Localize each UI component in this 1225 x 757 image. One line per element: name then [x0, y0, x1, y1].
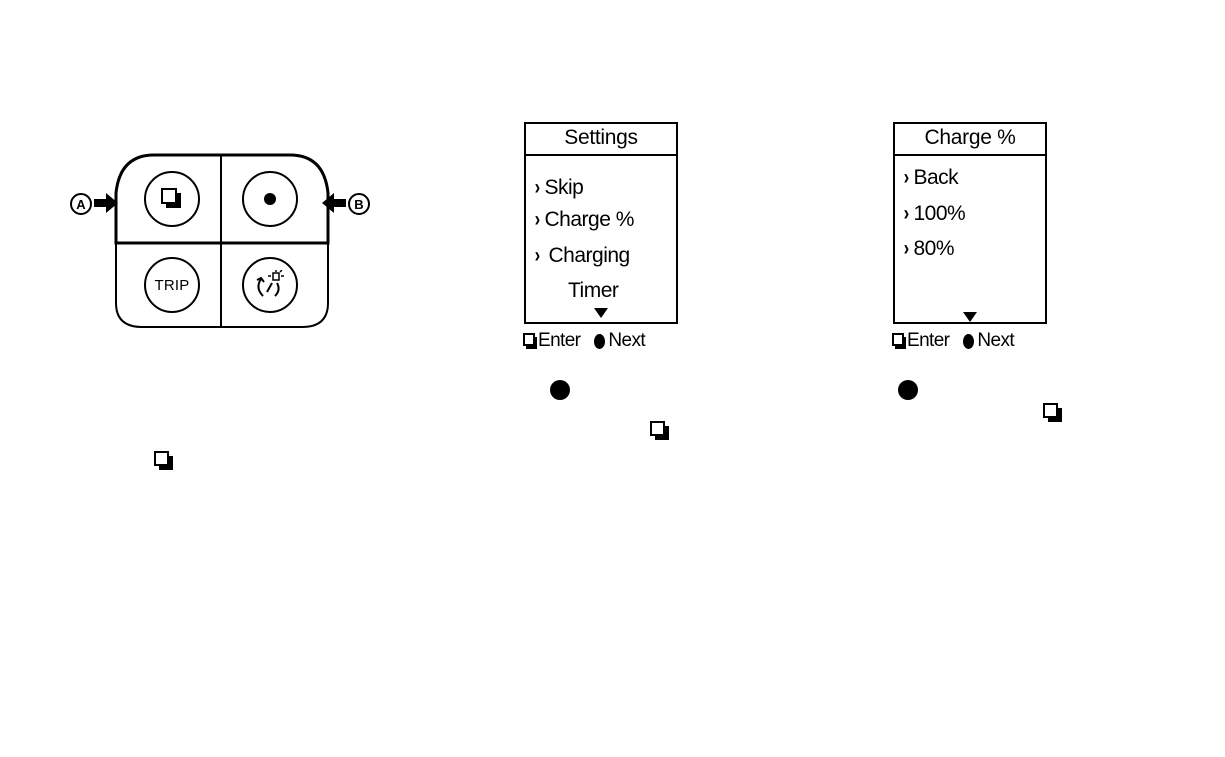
chevron-right-icon: › — [904, 237, 909, 261]
settings-legend: Enter Next — [523, 330, 645, 352]
chevron-right-icon: › — [535, 244, 540, 268]
menu-item-80[interactable]: ›80% — [903, 237, 954, 261]
charge-legend: Enter Next — [892, 330, 1014, 352]
next-dot-icon — [264, 193, 276, 205]
next-button[interactable] — [242, 171, 298, 227]
settings-screen: Settings ›Skip ›Charge % ›Charging Timer — [524, 122, 678, 324]
scroll-down-icon — [594, 308, 608, 318]
chevron-right-icon: › — [535, 208, 540, 232]
menu-item-charge[interactable]: ›Charge % — [534, 208, 634, 232]
next-dot-icon — [898, 380, 918, 400]
enter-square-icon — [1043, 403, 1063, 423]
next-dot-icon — [550, 380, 570, 400]
enter-square-icon — [523, 333, 538, 350]
callout-a: A — [70, 193, 92, 215]
arrow-left-icon — [322, 193, 346, 213]
trip-button[interactable]: TRIP — [144, 257, 200, 313]
scroll-down-icon — [963, 312, 977, 322]
arrow-right-icon — [94, 193, 118, 213]
chevron-right-icon: › — [904, 166, 909, 190]
menu-item-charging[interactable]: ›Charging — [534, 244, 630, 268]
legend-next-label: Next — [608, 330, 645, 352]
menu-item-skip[interactable]: ›Skip — [534, 176, 583, 200]
chevron-right-icon: › — [904, 202, 909, 226]
chevron-right-icon: › — [535, 176, 540, 200]
legend-next-label: Next — [977, 330, 1014, 352]
callout-b: B — [348, 193, 370, 215]
enter-square-icon — [650, 421, 670, 441]
display-settings-icon — [253, 270, 287, 300]
enter-square-icon — [154, 451, 174, 471]
display-settings-button[interactable] — [242, 257, 298, 313]
next-dot-icon — [594, 334, 605, 349]
next-dot-icon — [963, 334, 974, 349]
menu-item-back[interactable]: ›Back — [903, 166, 958, 190]
charge-screen: Charge % ›Back ›100% ›80% — [893, 122, 1047, 324]
trip-label: TRIP — [155, 277, 190, 294]
legend-enter-label: Enter — [907, 330, 949, 352]
menu-item-timer-continuation: Timer — [568, 279, 618, 303]
enter-square-icon — [161, 188, 183, 210]
screen-title: Settings — [526, 124, 676, 156]
steering-switch-panel: TRIP — [114, 153, 330, 329]
legend-enter-label: Enter — [538, 330, 580, 352]
switch-panel-outline — [114, 153, 330, 329]
screen-title: Charge % — [895, 124, 1045, 156]
enter-button[interactable] — [144, 171, 200, 227]
enter-square-icon — [892, 333, 907, 350]
menu-item-100[interactable]: ›100% — [903, 202, 965, 226]
